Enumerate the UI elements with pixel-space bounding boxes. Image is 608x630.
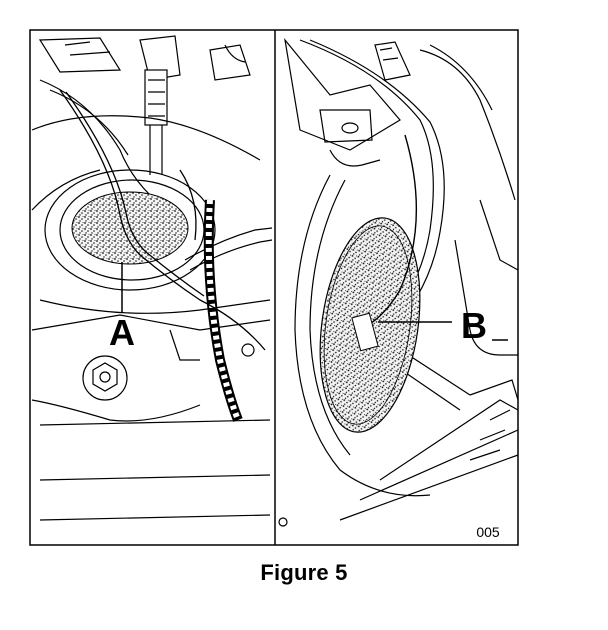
grommet-b-rim [323, 225, 413, 425]
callout-b-label: B [461, 305, 487, 346]
figure-frame [29, 29, 519, 546]
left-panel-drawing [31, 35, 273, 521]
wiring-left [59, 89, 266, 351]
figure-number: 005 [476, 524, 500, 540]
figure-caption: Figure 5 [260, 560, 348, 585]
callout-a-label: A [109, 312, 135, 353]
right-panel-drawing [278, 37, 519, 527]
cable-into-grommet-b [367, 134, 418, 326]
